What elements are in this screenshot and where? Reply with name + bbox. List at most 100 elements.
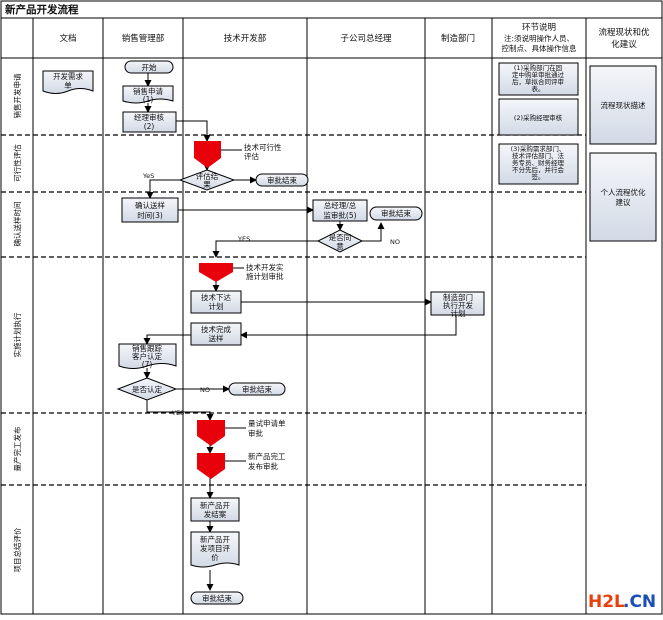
svg-text:环节说明: 环节说明 — [522, 22, 556, 33]
agree-decision: 是否同 意 — [316, 229, 364, 253]
svg-text:评估结: 评估结 — [196, 171, 219, 181]
page-title: 新产品开发流程 — [5, 3, 79, 16]
svg-text:单: 单 — [64, 80, 72, 90]
end-terminator-3: 审批结束 — [228, 382, 286, 396]
status-description-box: 流程现状描述 — [589, 65, 657, 145]
dev-end-box: 新产品开 发结案 — [190, 497, 240, 522]
svg-text:确认送样: 确认送样 — [135, 200, 165, 210]
lane-label-release: 量产完工发布 — [12, 426, 22, 471]
svg-text:发结案: 发结案 — [204, 509, 227, 519]
start-terminator: 开始 — [124, 60, 174, 74]
svg-text:计划: 计划 — [209, 301, 224, 311]
release-node: 新产品完工 发布审批 — [197, 451, 286, 479]
svg-text:(2): (2) — [144, 122, 155, 131]
svg-text:技术下达: 技术下达 — [201, 292, 231, 302]
mfg-exec-box: 制造部门 执行开发 计划 — [430, 291, 485, 318]
column-header-tech: 技术开发部 — [224, 33, 267, 44]
svg-text:控制点、具体操作信息: 控制点、具体操作信息 — [502, 43, 577, 53]
svg-text:量试申请单: 量试申请单 — [248, 418, 286, 428]
svg-text:发项目评: 发项目评 — [200, 543, 230, 553]
yes-label-2: YES — [237, 235, 250, 243]
recognized-decision: 是否认定 — [116, 377, 178, 401]
requirement-document: 开发需求 单 — [42, 70, 94, 94]
svg-text:制造部门: 制造部门 — [443, 292, 473, 302]
svg-text:(1)采购部门在固: (1)采购部门在固 — [514, 63, 562, 72]
yes-label-1: YeS — [142, 172, 154, 180]
svg-text:新产品开: 新产品开 — [200, 500, 230, 510]
note-3: (3)采购需求部门、 技术评估部门、法 务专员、财务经理 不分先后，并行会 签。 — [498, 143, 579, 185]
svg-text:务专员、财务经理: 务专员、财务经理 — [512, 158, 565, 167]
column-header-sales: 销售管理部 — [122, 33, 165, 44]
svg-text:流程现状描述: 流程现状描述 — [601, 100, 646, 110]
svg-text:签。: 签。 — [532, 172, 545, 181]
lane-label-feasibility: 可行性评估 — [12, 144, 22, 182]
svg-text:销售跟踪: 销售跟踪 — [132, 343, 162, 353]
svg-text:是否认定: 是否认定 — [132, 384, 162, 394]
column-header-documents: 文档 — [59, 33, 76, 44]
svg-text:技术开发实: 技术开发实 — [246, 262, 284, 272]
svg-text:意: 意 — [336, 241, 344, 251]
svg-text:监审批(5): 监审批(5) — [323, 210, 356, 220]
svg-text:新产品完工: 新产品完工 — [248, 451, 286, 461]
svg-text:开发需求: 开发需求 — [53, 71, 83, 81]
svg-text:定中购单审批通过: 定中购单审批通过 — [512, 70, 565, 79]
svg-text:(3)采购需求部门、: (3)采购需求部门、 — [511, 144, 566, 153]
note-2: (2)采购经理审核 — [498, 98, 579, 136]
svg-text:送样: 送样 — [209, 333, 224, 343]
svg-text:新产品开: 新产品开 — [200, 534, 230, 544]
feasibility-result-decision: 评估结 果 — [178, 169, 236, 191]
tech-plan-node: 技术开发实 施计划审批 — [199, 262, 284, 282]
svg-text:是否同: 是否同 — [329, 233, 352, 242]
yes-label-3: YES — [171, 409, 184, 417]
lane-dividers — [1, 134, 586, 486]
note-1: (1)采购部门在固 定中购单审批通过 后，草拟合同评审 表。 — [498, 62, 579, 96]
watermark: H2L .CN — [588, 592, 656, 612]
svg-text:销售申请: 销售申请 — [133, 86, 163, 96]
end-terminator-1: 审批结束 — [255, 173, 309, 187]
svg-text:化建议: 化建议 — [611, 39, 637, 50]
svg-text:后，草拟合同评审: 后，草拟合同评审 — [512, 77, 564, 86]
column-header-notes: 环节说明 注:须说明操作人员、 控制点、具体操作信息 — [502, 22, 577, 53]
optimization-suggestion-box: 个人流程优化 建议 — [589, 152, 657, 242]
svg-text:执行开发: 执行开发 — [443, 300, 473, 310]
svg-text:个人流程优化: 个人流程优化 — [601, 187, 646, 197]
confirm-time-box: 确认送样 时间(3) — [121, 197, 179, 223]
svg-text:计划: 计划 — [451, 308, 466, 318]
lane-label-evaluation: 项目总结评价 — [12, 527, 22, 572]
svg-text:评估: 评估 — [244, 151, 259, 161]
svg-text:.CN: .CN — [623, 592, 656, 612]
svg-text:客户认定: 客户认定 — [132, 351, 162, 361]
svg-text:(2)采购经理审核: (2)采购经理审核 — [514, 113, 563, 122]
svg-text:(7): (7) — [142, 360, 153, 369]
svg-text:技术评估部门、法: 技术评估部门、法 — [512, 151, 565, 160]
svg-text:果: 果 — [203, 180, 211, 189]
svg-text:注:须说明操作人员、: 注:须说明操作人员、 — [504, 33, 574, 43]
tech-sample-box: 技术完成 送样 — [190, 322, 242, 346]
svg-text:审批: 审批 — [248, 428, 263, 438]
lane-label-sales-apply: 销售开发申请 — [12, 73, 22, 118]
svg-text:开始: 开始 — [142, 62, 157, 72]
manager-review-box: 经理审核 (2) — [122, 111, 177, 133]
svg-text:时间(3): 时间(3) — [137, 210, 163, 220]
project-eval-box: 新产品开 发项目评 价 — [190, 531, 240, 568]
svg-text:总经理/总: 总经理/总 — [324, 200, 357, 210]
column-header-suggestions: 流程现状和优 化建议 — [598, 27, 650, 50]
end-terminator-2: 审批结束 — [369, 206, 423, 221]
lane-label-sample-time: 确认送样时间 — [12, 202, 22, 247]
trial-form-node: 量试申请单 审批 — [197, 418, 286, 446]
svg-text:审批结束: 审批结束 — [202, 593, 232, 603]
svg-text:H2L: H2L — [588, 592, 625, 612]
end-terminator-4: 审批结束 — [190, 591, 244, 605]
svg-text:经理审核: 经理审核 — [134, 112, 164, 122]
sales-track-box: 销售跟踪 客户认定 (7) — [118, 343, 177, 369]
svg-text:价: 价 — [211, 553, 219, 562]
feasibility-review-node: 技术可行性 评估 — [194, 141, 282, 168]
svg-text:(1): (1) — [143, 95, 154, 104]
svg-text:表。: 表。 — [532, 84, 545, 93]
svg-text:不分先后，并行会: 不分先后，并行会 — [512, 165, 565, 174]
svg-text:发布审批: 发布审批 — [248, 461, 278, 471]
connectors — [143, 73, 457, 591]
tech-issue-box: 技术下达 计划 — [190, 290, 242, 314]
